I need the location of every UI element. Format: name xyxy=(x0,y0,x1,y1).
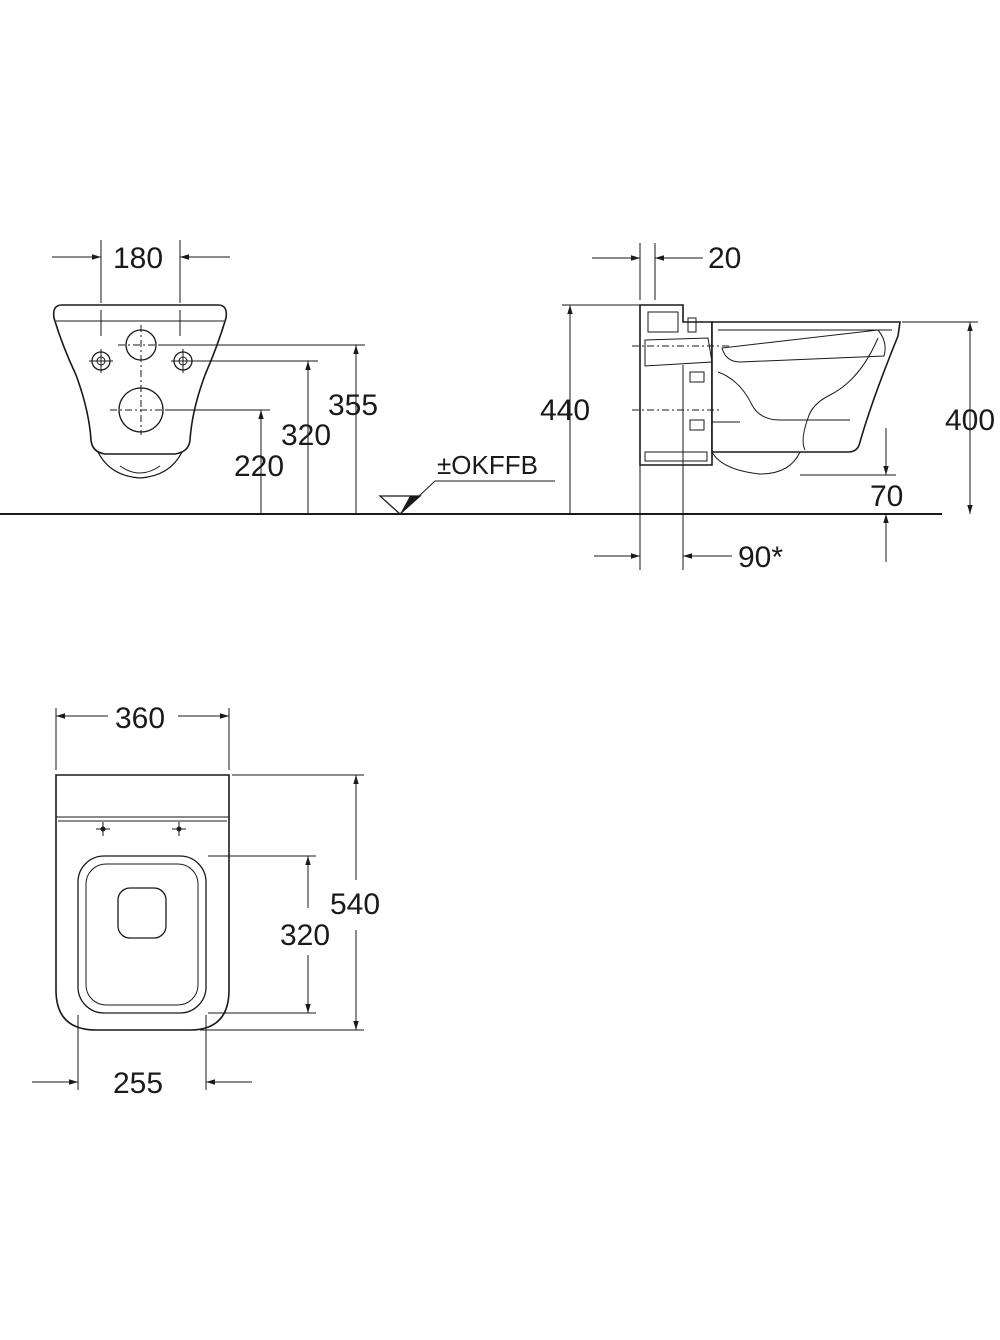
dim-seat-320: 320 xyxy=(280,919,330,952)
seat-outline xyxy=(77,855,207,1014)
dim-length-540: 540 xyxy=(330,888,380,921)
dim-outlet-90: 90* xyxy=(738,541,783,574)
dim-fixing-width: 180 xyxy=(113,242,163,275)
dim-height-320: 320 xyxy=(281,419,331,452)
dim-seat-255: 255 xyxy=(113,1067,163,1100)
fixing-hole-right-icon xyxy=(171,349,195,373)
dim-height-220: 220 xyxy=(234,450,284,483)
floor-level-symbol xyxy=(378,480,555,515)
dim-wall-20: 20 xyxy=(708,242,741,275)
dim-height-440: 440 xyxy=(540,394,590,427)
front-view: 180 355 320 220 xyxy=(52,240,378,514)
side-view: 20 440 400 70 90* xyxy=(540,242,995,574)
hinge-left-icon xyxy=(96,822,110,836)
bowl-opening xyxy=(117,887,167,939)
dim-height-355: 355 xyxy=(328,389,378,422)
fixing-hole-left-icon xyxy=(89,349,113,373)
dim-width-360: 360 xyxy=(115,702,165,735)
dim-rim-400: 400 xyxy=(945,404,995,437)
floor-level-label: ±OKFFB xyxy=(437,450,538,480)
hinge-right-icon xyxy=(172,822,186,836)
dim-bottom-70: 70 xyxy=(870,480,903,513)
top-view: 360 540 320 255 xyxy=(32,702,380,1100)
